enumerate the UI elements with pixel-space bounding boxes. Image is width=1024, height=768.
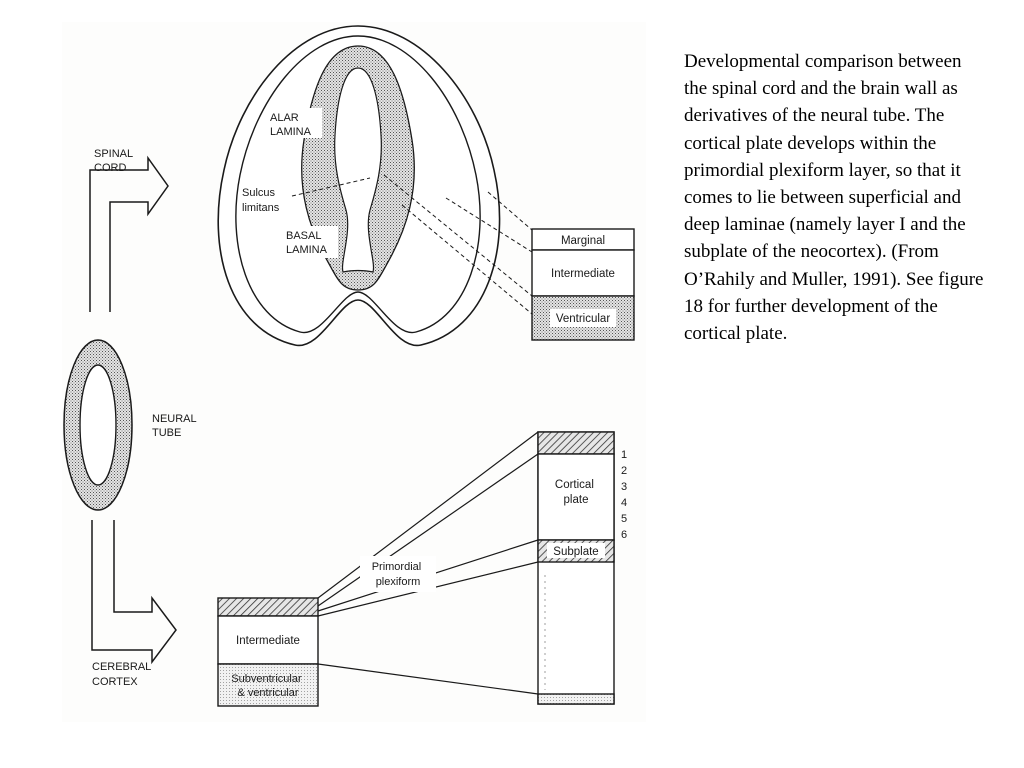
figure-caption: Developmental comparison between the spi…: [684, 51, 984, 345]
left-primordial-layer: [217, 597, 319, 617]
cortical-plate-label: Cortical plate: [555, 479, 597, 506]
right-marginal-layer: [537, 431, 615, 455]
basal-lamina-label: BASAL LAMINA: [286, 230, 328, 256]
sulcus-limitans-pointer: [291, 177, 371, 197]
marginal-label: Marginal: [561, 235, 605, 247]
layer-number: 3: [621, 481, 627, 493]
cerebral-cortex-label: CEREBRAL CORTEX: [92, 661, 154, 688]
layer-number: 5: [621, 513, 627, 525]
cortex-right-column: [537, 431, 615, 705]
cortex-intermediate-label: Intermediate: [236, 635, 300, 647]
central-canal: [334, 67, 382, 273]
arrow-up-to-spinal-cord: [89, 155, 169, 312]
ventricular-label-background: [550, 309, 616, 327]
subventricular-label: Subventricular & ventricular: [231, 673, 304, 699]
ventricular-label: Ventricular: [556, 313, 611, 325]
layer-number: 4: [621, 497, 627, 509]
neural-development-diagram: SPINAL CORD ALAR LAMINA Sulcus limitans …: [63, 25, 635, 707]
left-intermediate-layer: [217, 615, 319, 665]
subplate-label-background: [547, 543, 605, 558]
spinal-projection-lines: [383, 174, 533, 315]
neural-tube: [63, 339, 133, 511]
spinal-cord-label: SPINAL CORD: [94, 148, 136, 174]
primordial-label-background: [360, 556, 436, 592]
cortex-left-box: [217, 597, 319, 707]
arrow-down-to-cortex: [91, 520, 177, 665]
spinal-cord-inner-outline: [235, 35, 481, 334]
basal-label-background: [282, 226, 338, 258]
left-subventricular-layer: [217, 663, 319, 707]
alar-lamina-label: ALAR LAMINA: [270, 112, 312, 138]
right-deep-layer: [537, 693, 615, 705]
intermediate-label: Intermediate: [551, 268, 615, 280]
layer-numbers: 1 2 3 4 5 6: [621, 449, 627, 541]
primordial-plexiform-label: Primordial plexiform: [372, 561, 425, 588]
alar-label-background: [266, 108, 322, 138]
neural-tube-lumen: [79, 364, 117, 486]
spinal-layer-box: [531, 228, 635, 341]
figure-panel: SPINAL CORD ALAR LAMINA Sulcus limitans …: [62, 22, 646, 722]
layer-number: 1: [621, 449, 627, 461]
spinal-cord-section: [217, 25, 533, 346]
sulcus-limitans-label: Sulcus limitans: [242, 187, 280, 214]
subplate-label: Subplate: [553, 546, 598, 558]
neural-tube-label: NEURAL TUBE: [152, 413, 199, 439]
layer-number: 6: [621, 529, 627, 541]
right-cortical-plate: [537, 453, 615, 541]
layer-number: 2: [621, 465, 627, 477]
